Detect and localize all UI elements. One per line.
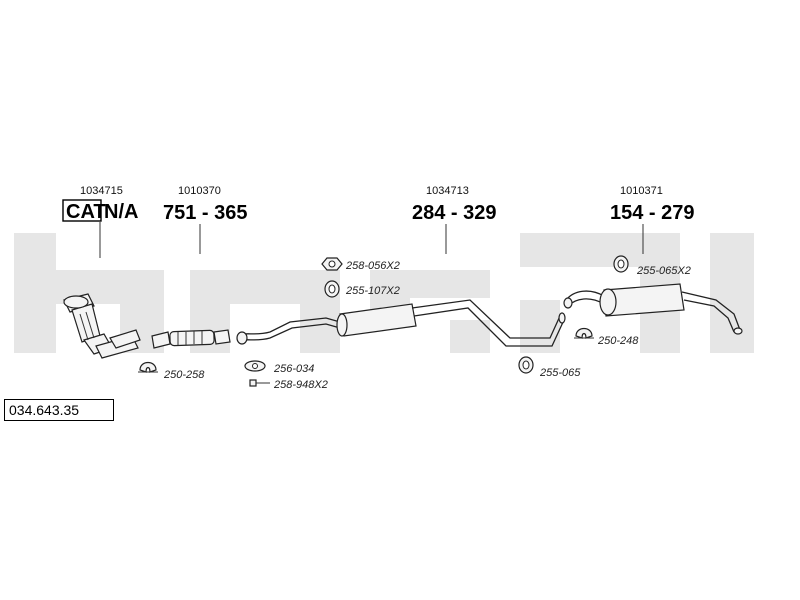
hardware-label-258-056X2: 258-056X2 bbox=[345, 260, 400, 272]
hardware-gasket: 256-034 bbox=[244, 360, 314, 375]
hardware-rubber-mount-1: 255-107X2 bbox=[324, 280, 400, 298]
part-label-rear-silencer: 1010371 154 - 279 bbox=[610, 185, 695, 254]
part-number-front-pipe: 1010370 bbox=[178, 185, 221, 197]
hardware-label-250-248: 250-248 bbox=[597, 335, 639, 347]
price-middle-silencer: 284 - 329 bbox=[412, 202, 497, 224]
part-label-front-pipe: 1010370 751 - 365 bbox=[163, 185, 248, 254]
part-number-rear-silencer: 1010371 bbox=[620, 185, 663, 197]
catalytic-converter-drawing bbox=[63, 293, 141, 359]
hardware-label-255-065X2: 255-065X2 bbox=[636, 265, 691, 277]
cat-badge: CAT bbox=[66, 201, 106, 223]
assembly-number: 034.643.35 bbox=[4, 399, 114, 421]
rear-silencer-drawing bbox=[563, 283, 743, 335]
hardware-label-255-065: 255-065 bbox=[539, 367, 581, 379]
hardware-label-258-948X2: 258-948X2 bbox=[273, 379, 328, 391]
price-front-pipe: 751 - 365 bbox=[163, 202, 248, 224]
hardware-label-256-034: 256-034 bbox=[273, 363, 314, 375]
clamp-icon bbox=[139, 361, 157, 373]
front-pipe-drawing bbox=[151, 329, 231, 349]
hardware-label-250-258: 250-258 bbox=[163, 369, 205, 381]
hardware-rubber-mount-3: 255-065X2 bbox=[613, 255, 691, 277]
price-catalyst: N/A bbox=[104, 201, 138, 223]
price-rear-silencer: 154 - 279 bbox=[610, 202, 695, 224]
part-label-middle-silencer: 1034713 284 - 329 bbox=[412, 185, 497, 254]
part-label-catalyst: 1034715 CAT N/A bbox=[62, 185, 138, 258]
clamp-icon-2 bbox=[575, 327, 593, 339]
part-number-catalyst: 1034715 bbox=[80, 185, 123, 197]
middle-silencer-drawing bbox=[236, 299, 566, 347]
hardware-clamp-1: 250-258 bbox=[138, 361, 205, 381]
part-number-middle-silencer: 1034713 bbox=[426, 185, 469, 197]
cat-badge-box bbox=[62, 199, 102, 222]
hardware-label-255-107X2: 255-107X2 bbox=[345, 285, 400, 297]
hardware-rubber-mount-2: 255-065 bbox=[518, 356, 581, 379]
hardware-bolt: 258-948X2 bbox=[249, 379, 328, 391]
hardware-nut: 258-056X2 bbox=[321, 257, 400, 272]
bolt-icon bbox=[249, 379, 257, 387]
hardware-clamp-2: 250-248 bbox=[574, 327, 639, 347]
